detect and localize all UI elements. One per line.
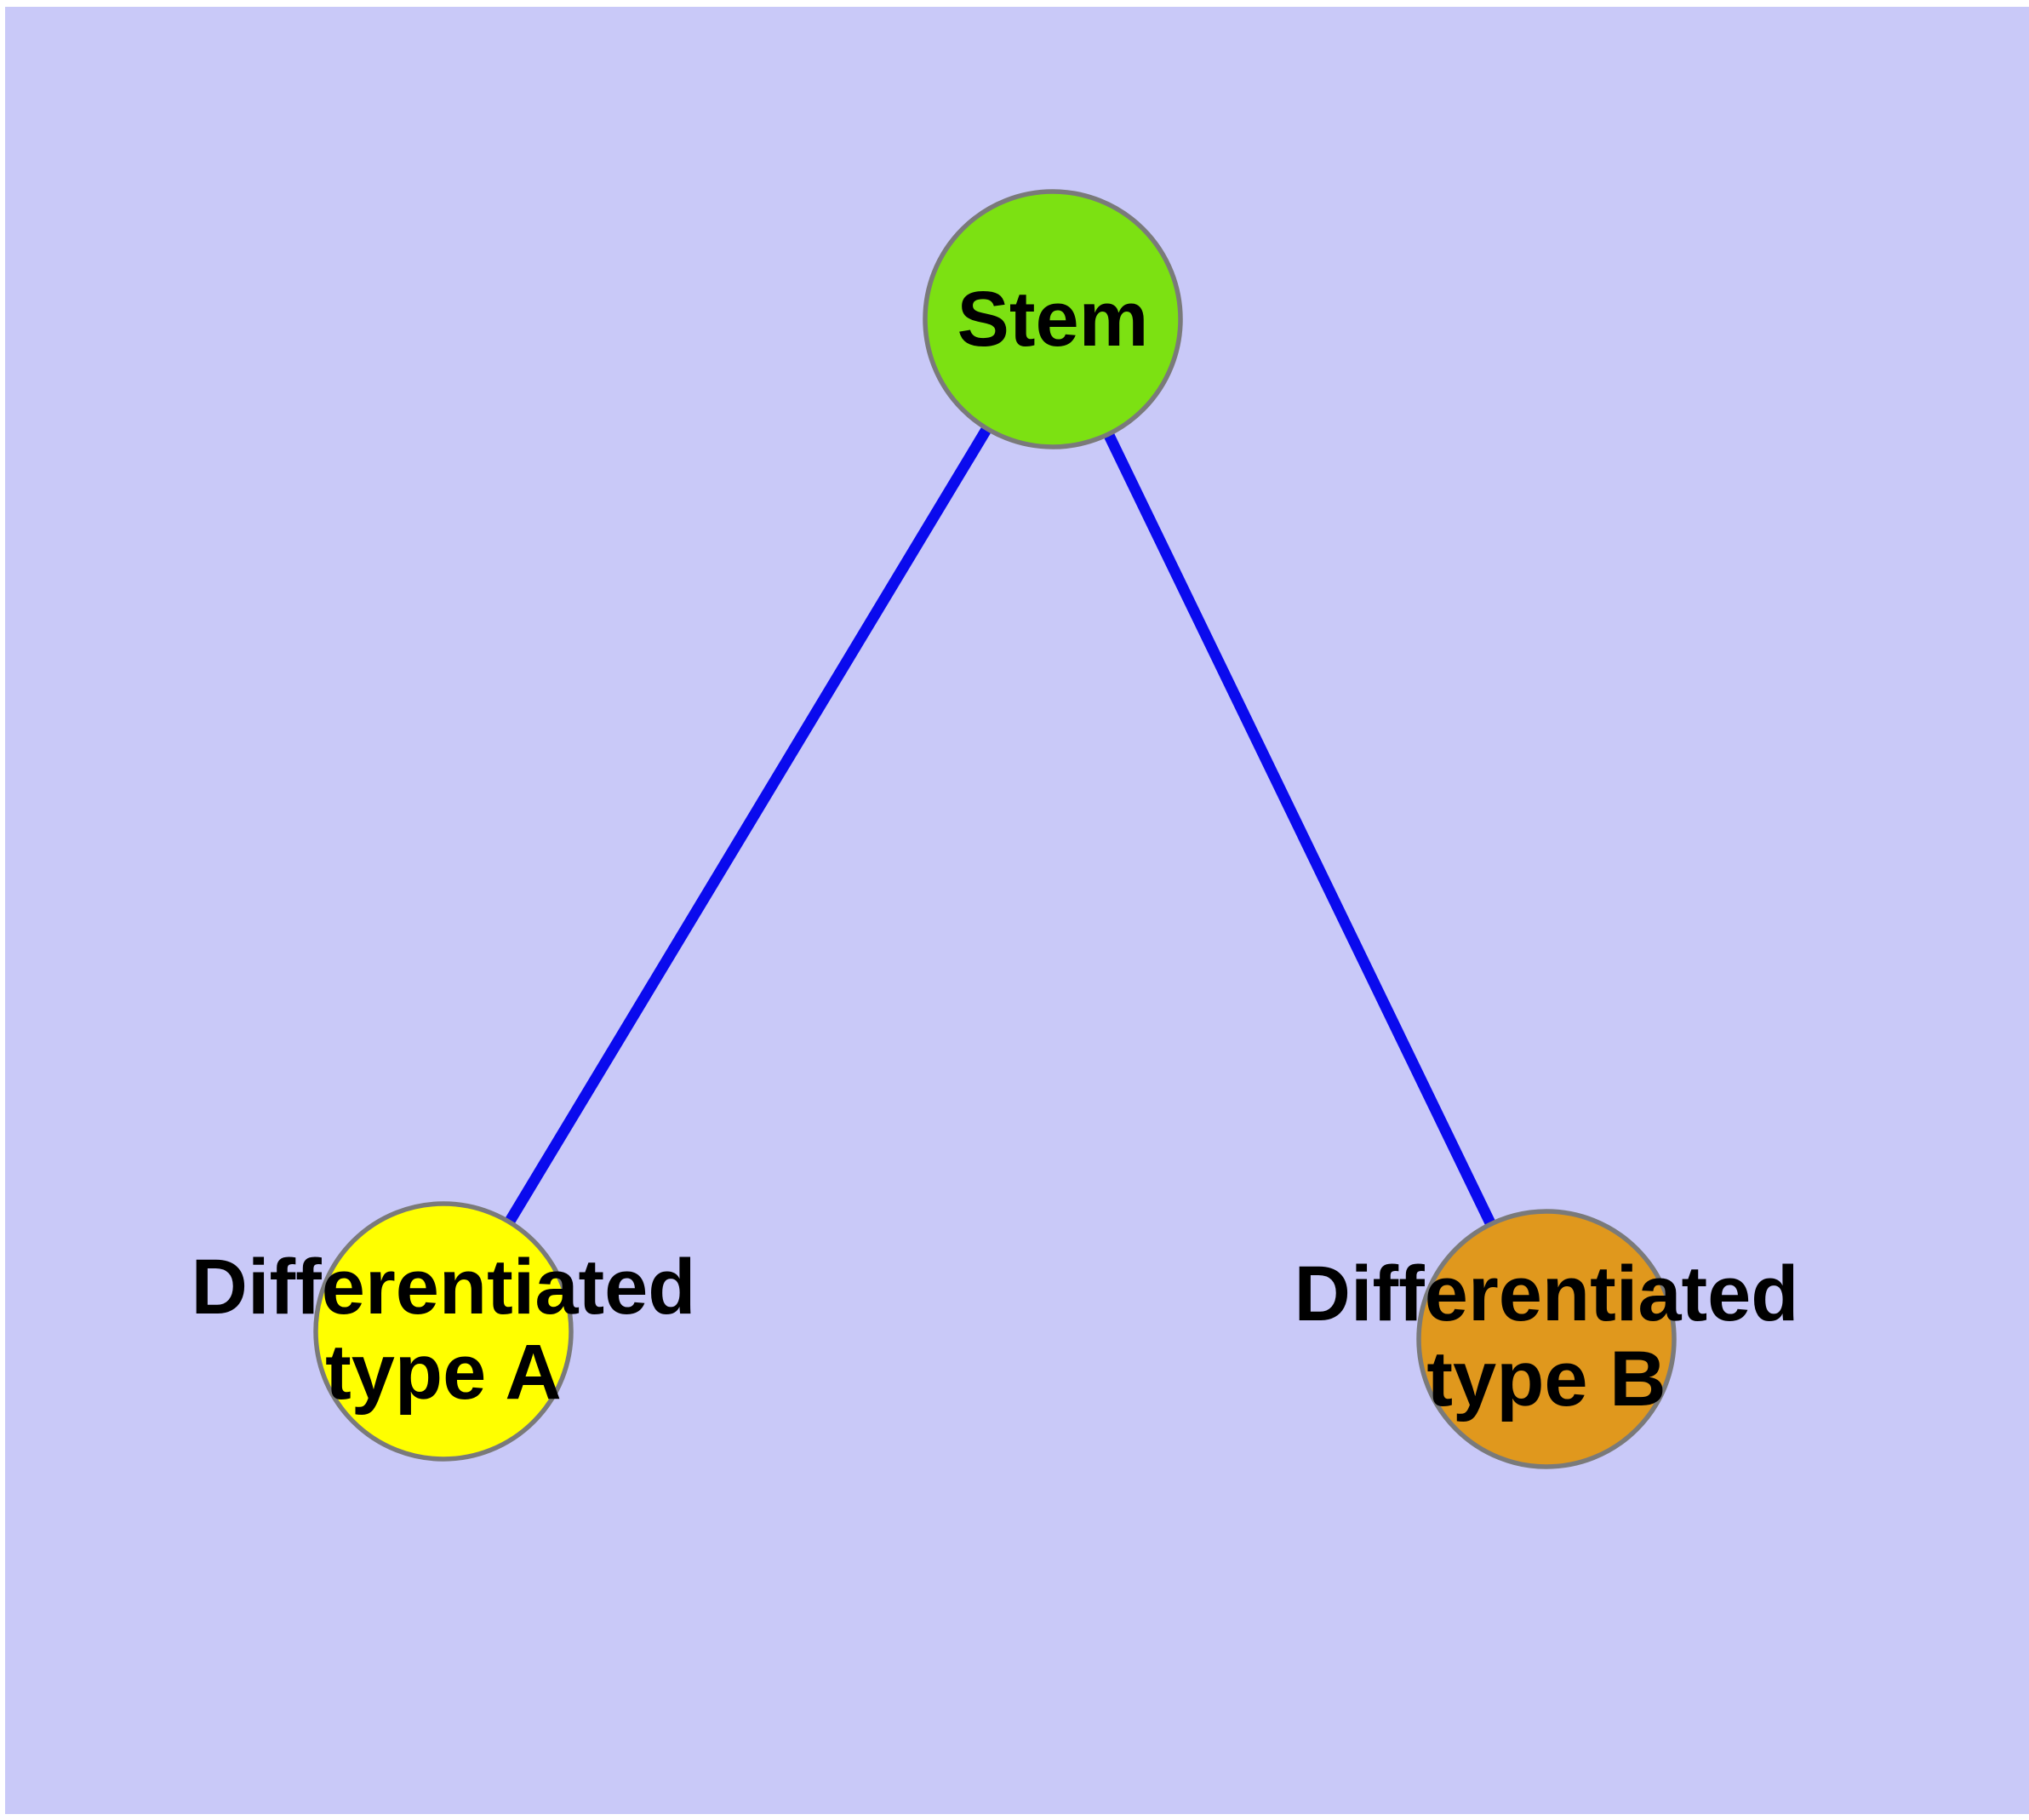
node-stem-circle bbox=[923, 189, 1183, 449]
node-type-a-circle bbox=[313, 1201, 574, 1462]
edge-stem-to-type-b bbox=[1048, 317, 1552, 1342]
edge-stem-to-type-a bbox=[438, 316, 1058, 1335]
node-type-b-circle bbox=[1416, 1209, 1677, 1469]
